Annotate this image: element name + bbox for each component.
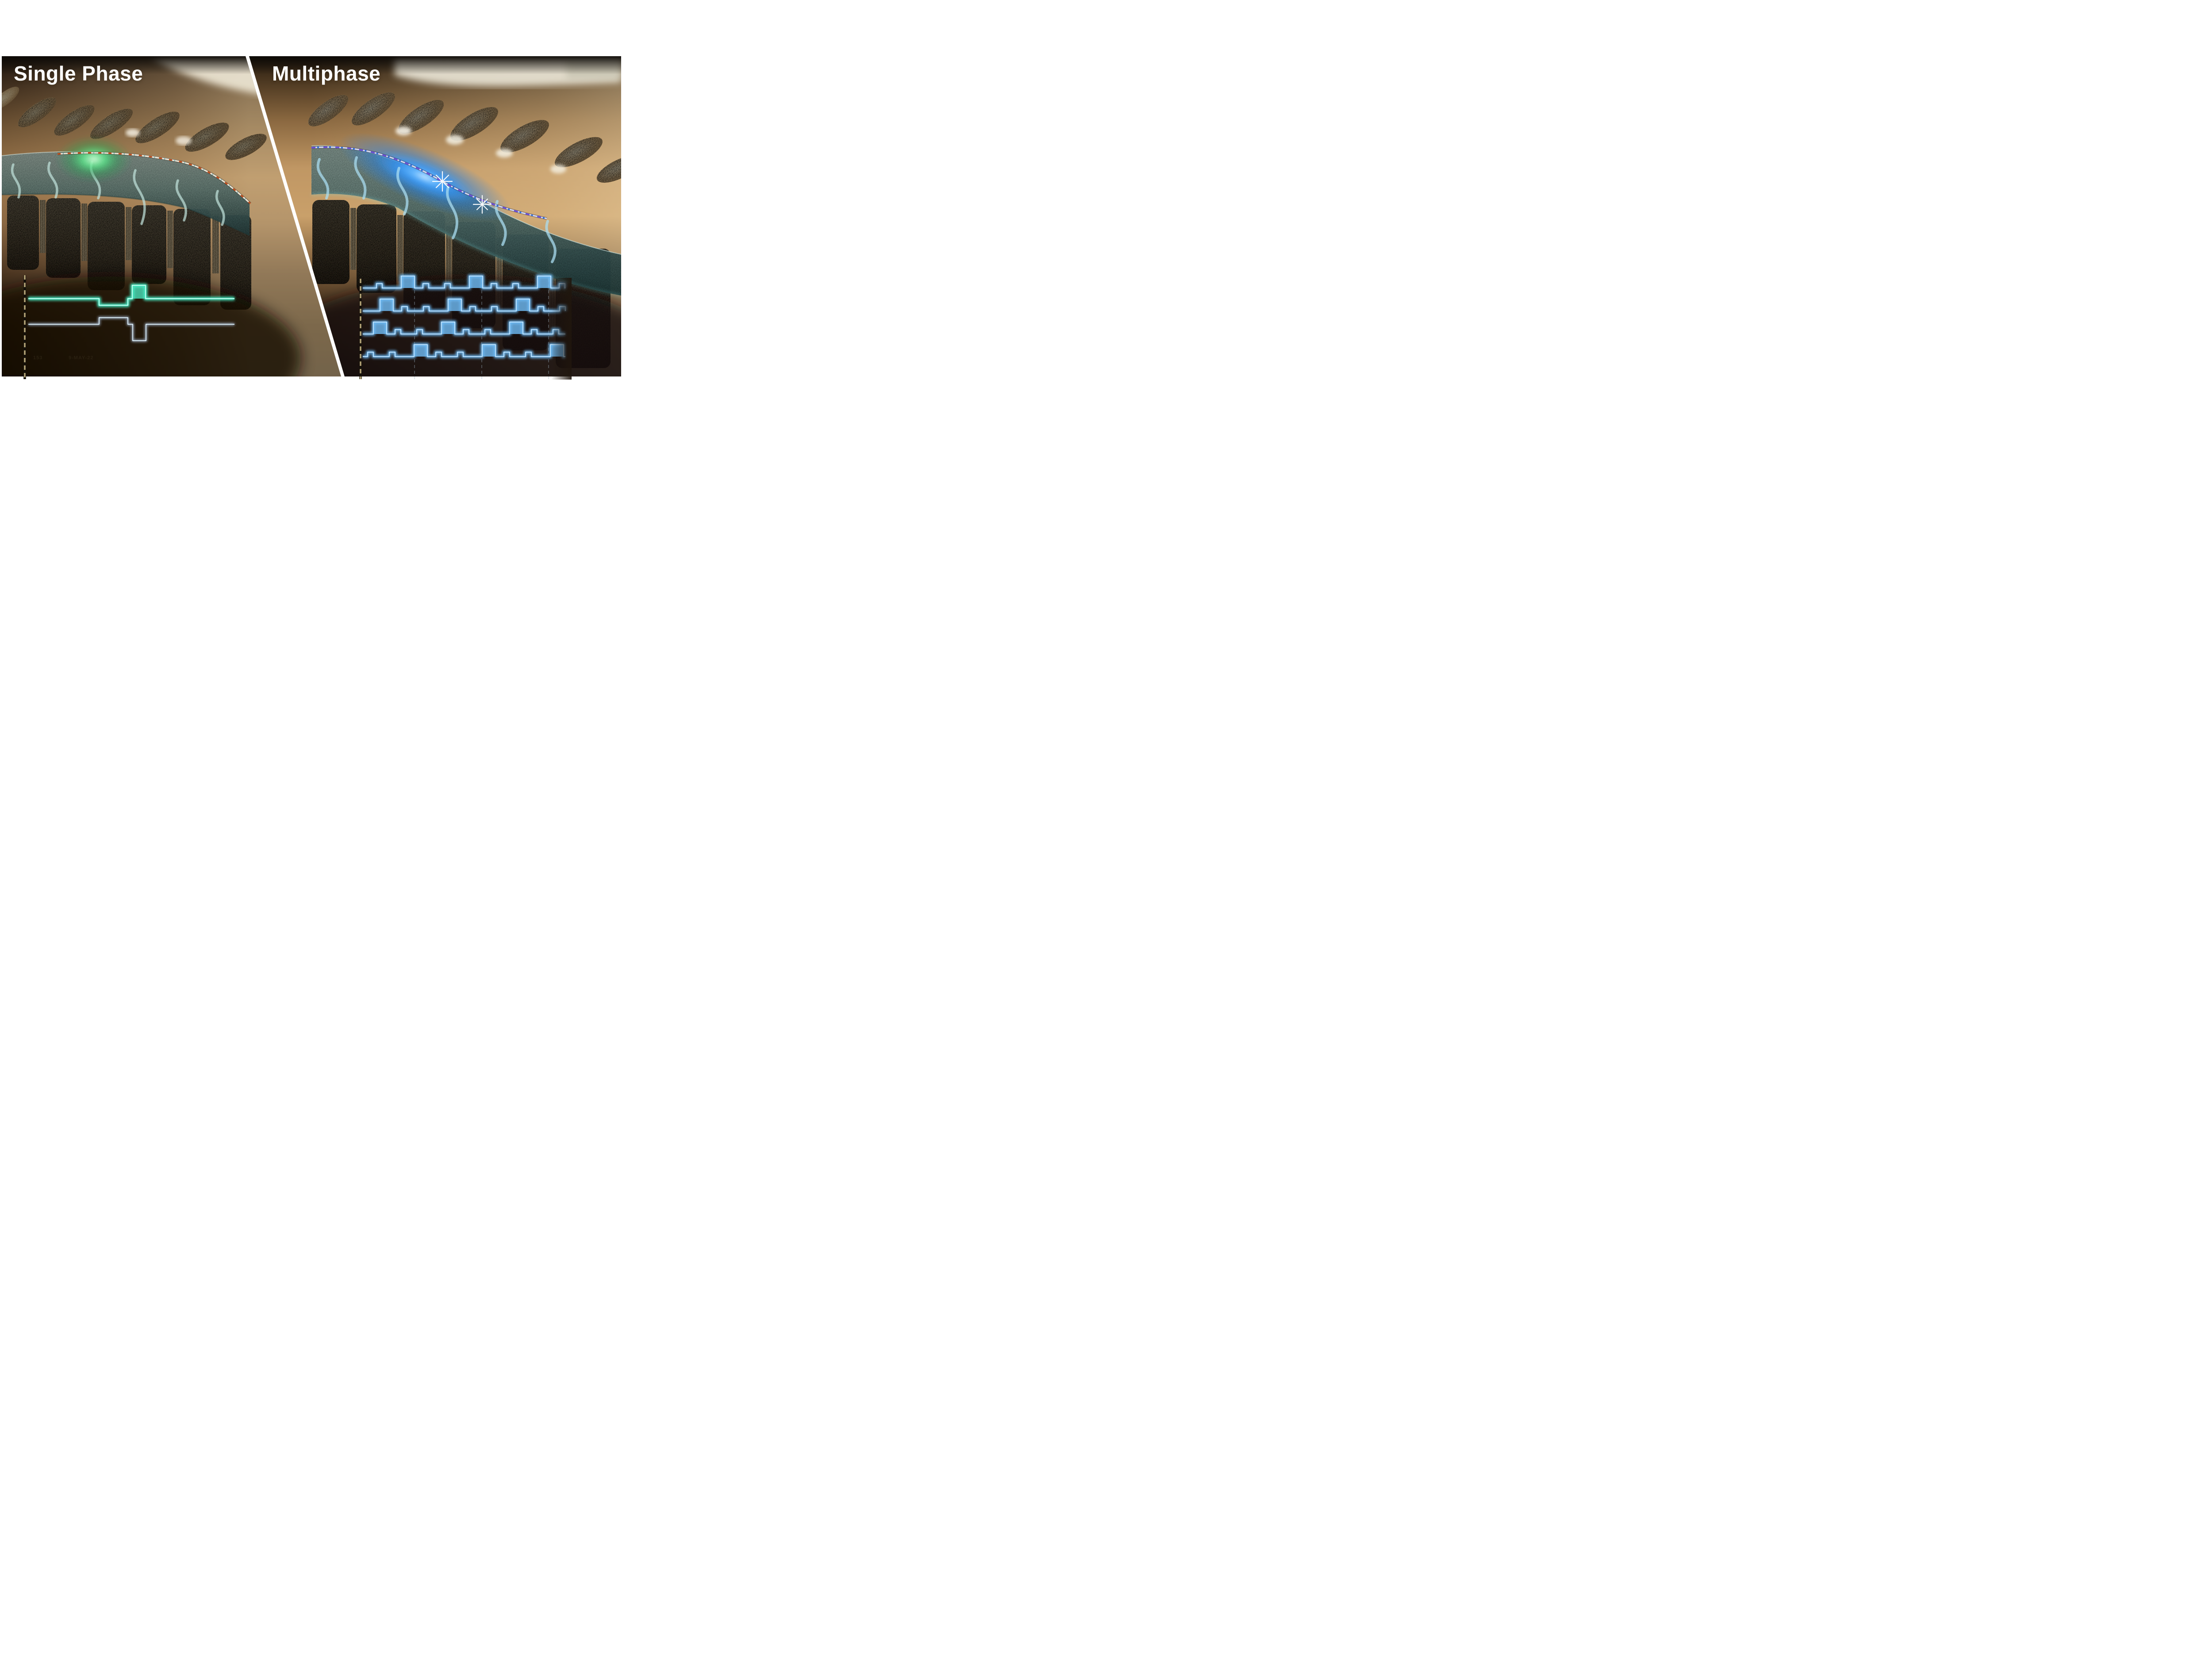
spinous-processes-left: [2, 87, 267, 160]
multiphase-plot: [359, 274, 567, 379]
figure-canvas: Single Phase Multiphase 153 9-MAY-22: [0, 0, 625, 415]
vertebral-bodies-left: [7, 196, 251, 310]
blue-stimulation-glow-core: [375, 152, 474, 202]
lens-flare-sparkles: [432, 171, 492, 214]
panel-divider: [246, 56, 345, 376]
bone-caps-right: [396, 127, 566, 173]
electrode-lead-left: [57, 151, 251, 205]
nerve-rootlets-right: [316, 156, 557, 263]
spine-illustration: [2, 56, 621, 380]
nerve-rootlets-left: [11, 161, 225, 226]
green-stimulation-glow: [56, 136, 132, 182]
frame-number-annotation: 153: [33, 355, 43, 361]
bone-cap: [176, 136, 192, 145]
plot-fade-edge: [551, 278, 572, 380]
date-annotation: 9-MAY-22: [69, 355, 94, 361]
right-panel-title: Multiphase: [272, 62, 381, 85]
spinous-processes-right: [308, 92, 621, 183]
single-phase-plot: [23, 275, 234, 379]
left-panel-title: Single Phase: [14, 62, 143, 85]
bone-cap: [126, 129, 140, 137]
